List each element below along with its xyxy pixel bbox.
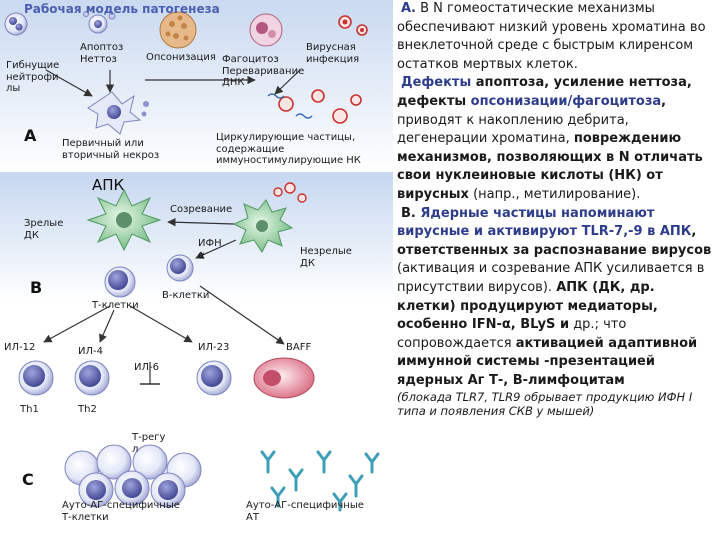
- diagram-title: Рабочая модель патогенеза: [24, 2, 220, 16]
- viral-label: Вирусная инфекция: [306, 42, 360, 65]
- defects-word: Дефекты: [401, 75, 472, 91]
- marker-b: B.: [401, 205, 416, 221]
- treg-label: Т-регу л: [132, 432, 166, 455]
- neutrophil-label: Гибнущие нейтрофи лы: [6, 60, 60, 94]
- auto-t-cells-label: Ауто-АГ-специфичные Т-клетки: [62, 500, 180, 523]
- circulating-particles-icon: [267, 89, 362, 124]
- auto-t-cell-cluster-icon: [64, 444, 202, 508]
- b-text-6: активацией адаптивной иммунной системы -…: [397, 335, 698, 388]
- necrotic-cell-icon: [87, 91, 149, 135]
- th1-cell-icon: [18, 360, 54, 396]
- intro-a: В N гомеостатические механизмы обеспечив…: [397, 1, 706, 72]
- b-text-4: АПК (ДК, др. клетки) продуцируют медиато…: [397, 279, 658, 333]
- b-text-5: др.; что сопровождается: [397, 317, 627, 351]
- arrow-baff: [199, 285, 285, 345]
- panel-a-background: [0, 0, 393, 172]
- virus-particles-icon: [338, 15, 368, 36]
- note-text: (блокада TLR7, TLR9 обрывает продукцию И…: [397, 390, 693, 419]
- defects-text-3: повреждению механизмов, позволяющих в N …: [397, 131, 703, 202]
- phagocytosis-label: Фагоцитоз Переваривание ДНК: [222, 54, 305, 88]
- necrosis-label: Первичный или вторичный некроз: [62, 138, 160, 161]
- arrow-il12: [43, 305, 111, 343]
- arrow-il23: [129, 305, 193, 343]
- defects-comma: ,: [661, 93, 667, 109]
- plasma-cell-icon: [253, 357, 315, 399]
- section-a-label: A: [24, 126, 37, 145]
- explanatory-text: А. В N гомеостатические механизмы обеспе…: [397, 0, 717, 418]
- b-cell-icon: [166, 254, 194, 282]
- apoptosis-label: Апоптоз Неттоз: [80, 42, 124, 65]
- il23-label: ИЛ-23: [198, 342, 230, 353]
- auto-antibodies-label: Ауто-АГ-специфичные АТ: [246, 500, 364, 523]
- circulating-label: Циркулирующие частицы, содержащие иммуно…: [216, 132, 361, 166]
- baff-label: BAFF: [286, 342, 312, 353]
- t-cell-icon: [104, 266, 136, 298]
- defects-opsonization: опсонизации/фагоцитоза: [470, 93, 662, 109]
- arrow-maturation: [167, 218, 235, 227]
- il23-cell-icon: [196, 360, 232, 396]
- b-text-2: , ответственных за распознавание вирусов: [397, 224, 712, 258]
- ifn-label: ИФН α: [198, 238, 222, 261]
- b-text-3: (активация и созревание АПК усиливается …: [397, 261, 705, 295]
- antibodies-icon: [260, 450, 380, 512]
- arrow-il4: [99, 309, 115, 343]
- immature-dc-icon: [232, 182, 307, 253]
- immature-dc-label: Незрелые ДК: [300, 246, 352, 269]
- apc-label: АПК: [92, 176, 125, 194]
- phagocyte-icon: [249, 13, 283, 47]
- mature-dc-icon: [86, 188, 162, 252]
- opsonized-particle-icon: [159, 11, 197, 49]
- arrow-ifn: [195, 239, 237, 259]
- apoptotic-cell-icon: [83, 11, 116, 34]
- defects-text-1: апоптоза, усиление неттоза, дефекты: [397, 75, 692, 109]
- t-cells-label: Т-клетки: [92, 300, 139, 311]
- marker-a: А.: [401, 1, 416, 16]
- paragraph-a: А. В N гомеостатические механизмы обеспе…: [397, 0, 717, 74]
- th2-label: Th2: [78, 404, 97, 415]
- section-b-label: B: [30, 278, 43, 297]
- paragraph-b: B. Ядерные частицы напоминают вирусные и…: [397, 205, 717, 391]
- il12-label: ИЛ-12: [4, 342, 36, 353]
- il6-label: ИЛ-6: [134, 362, 159, 373]
- dying-neutrophil-icon: [4, 12, 28, 36]
- defects-text-4: (напр., метилирование).: [468, 186, 641, 202]
- panel-b-background: [0, 172, 393, 302]
- arrow-neutrophil-necrosis: [45, 69, 93, 97]
- b-text-1: Ядерные частицы напоминают вирусные и ак…: [397, 205, 692, 240]
- section-c-label: C: [22, 470, 34, 489]
- paragraph-defects: Дефекты апоптоза, усиление неттоза, дефе…: [397, 74, 717, 204]
- opsonization-label: Опсонизация: [146, 52, 216, 63]
- defects-text-2: приводят к накоплению дебрита, дегенерац…: [397, 112, 629, 147]
- mature-dc-label: Зрелые ДК: [24, 218, 64, 241]
- th2-cell-icon: [74, 360, 110, 396]
- th1-label: Th1: [20, 404, 39, 415]
- maturation-label: Созревание: [170, 204, 233, 215]
- diagram-canvas: [0, 0, 393, 512]
- arrow-viral-circulating: [274, 69, 301, 95]
- pathogenesis-diagram: Рабочая модель патогенеза A B C Гибнущие…: [0, 0, 393, 523]
- il4-label: ИЛ-4: [78, 346, 103, 357]
- b-cells-label: В-клетки: [162, 290, 210, 301]
